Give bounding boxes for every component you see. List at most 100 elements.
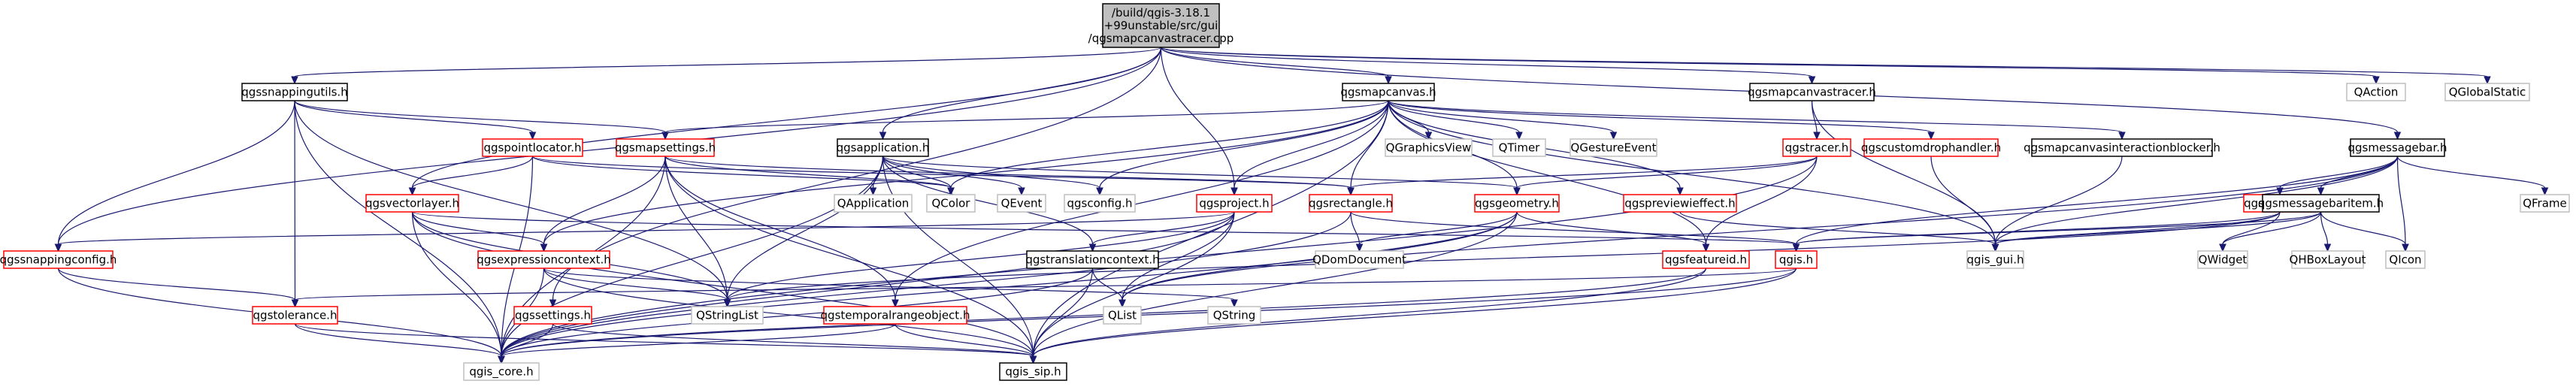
edge-qgssnappingutils-to-qgsmapsettings xyxy=(294,100,669,141)
edge-line xyxy=(57,47,1162,245)
edge-arrowhead xyxy=(1096,187,1103,196)
node-QList: QList xyxy=(1103,306,1142,325)
edge-qgsexpressioncontext-to-QString xyxy=(543,268,1238,308)
edge-qgsproject-to-qgssnappingconfig xyxy=(54,211,1235,252)
edge-qgssnappingutils-to-qgstolerance xyxy=(291,100,299,308)
node-qgsmapcanvastracer[interactable]: qgsmapcanvastracer.h xyxy=(1748,83,1876,101)
edge-line xyxy=(294,47,1162,77)
edge-arrowhead xyxy=(1385,76,1392,85)
edge-line xyxy=(1032,211,1518,357)
node-box xyxy=(1492,138,1546,157)
node-QGraphicsView: QGraphicsView xyxy=(1385,138,1473,157)
edge-qgsapplication-to-QColor xyxy=(882,156,955,196)
node-qgsgeometry[interactable]: qgsgeometry.h xyxy=(1474,194,1560,213)
node-qgis_sip[interactable]: qgis_sip.h xyxy=(999,362,1067,381)
node-root[interactable]: /build/qgis-3.18.1+99unstable/src/gui/qg… xyxy=(1088,3,1234,48)
node-qgspreviewieffect[interactable]: qgspreviewieffect.h xyxy=(1623,194,1737,213)
edge-line xyxy=(1032,268,1707,357)
edge-line xyxy=(1358,211,1518,245)
node-QWidget: QWidget xyxy=(2197,250,2248,269)
edge-arrowhead xyxy=(2219,243,2226,252)
edge-line xyxy=(2222,211,2322,245)
node-qgstolerance[interactable]: qgstolerance.h xyxy=(252,306,338,325)
node-box xyxy=(691,306,764,325)
edge-qgsapplication-to-QEvent xyxy=(882,156,1025,196)
edge-line xyxy=(1994,156,2399,245)
node-qgssnappingutils[interactable]: qgssnappingutils.h xyxy=(241,83,348,101)
node-label: qgsmapcanvasinteractionblocker.h xyxy=(2024,141,2220,155)
node-qgsmessagebar[interactable]: qgsmessagebar.h xyxy=(2347,138,2447,157)
edge-qgsexpressioncontext-to-QStringList xyxy=(543,268,731,308)
edge-line xyxy=(501,211,1235,357)
edge-line xyxy=(2320,211,2406,245)
edge-line xyxy=(664,156,1352,189)
edge-arrowhead xyxy=(1230,299,1238,308)
edge-arrowhead xyxy=(1088,243,1097,252)
edge-qgsproject-to-qgis_core xyxy=(498,211,1235,364)
edge-line xyxy=(882,156,1022,189)
node-label: QGestureEvent xyxy=(1571,141,1657,155)
node-qgsfeatureid[interactable]: qgsfeatureid.h xyxy=(1662,250,1750,269)
edge-line xyxy=(1388,100,1615,133)
edge-line xyxy=(664,156,952,189)
edge-arrowhead xyxy=(1808,76,1816,85)
node-label: qgssnappingutils.h xyxy=(241,86,347,99)
node-label: qgstracer.h xyxy=(1785,141,1849,155)
node-qgstemporalrangeobject[interactable]: qgstemporalrangeobject.h xyxy=(821,306,970,325)
node-box xyxy=(2350,138,2445,157)
node-box xyxy=(252,306,338,325)
edge-arrowhead xyxy=(2484,76,2491,85)
node-qgsvectorlayer[interactable]: qgsvectorlayer.h xyxy=(365,194,459,213)
edge-line xyxy=(1350,211,1361,245)
node-label: qgsmapcanvastracer.h xyxy=(1748,86,1876,99)
edge-line xyxy=(294,100,534,133)
edge-qgsmessagebaritem-to-QHBoxLayout xyxy=(2320,211,2332,252)
edge-line xyxy=(294,100,666,133)
node-qgis_gui: qgis_gui.h xyxy=(1966,250,2024,269)
node-qgstracer[interactable]: qgstracer.h xyxy=(1782,138,1851,157)
edge-qgstemporalrangeobject-to-qgis_sip xyxy=(894,323,1037,364)
node-qgsmapcanvas[interactable]: qgsmapcanvas.h xyxy=(1340,83,1436,101)
node-box xyxy=(834,194,913,213)
edge-arrowhead xyxy=(549,299,557,308)
node-qgstranslationcontext[interactable]: qgstranslationcontext.h xyxy=(1025,250,1160,269)
edge-qgsmapsettings-to-qgstemporalrangeobject xyxy=(664,156,899,308)
node-box xyxy=(1474,194,1560,213)
node-qgsapplication[interactable]: qgsapplication.h xyxy=(837,138,930,157)
edge-qgsgeometry-to-qgis_sip xyxy=(1029,211,1518,364)
node-qgscustomdrophandler[interactable]: qgscustomdrophandler.h xyxy=(1861,138,2001,157)
node-qgsmessagebaritem[interactable]: qgsmessagebaritem.h xyxy=(2258,194,2384,213)
nodes-layer: /build/qgis-3.18.1+99unstable/src/gui/qg… xyxy=(0,3,2570,381)
node-qgssettings[interactable]: qgssettings.h xyxy=(513,306,592,325)
edge-arrowhead xyxy=(2372,76,2380,85)
edge-line xyxy=(894,100,1389,301)
edge-arrowhead xyxy=(661,132,669,141)
node-qgsexpressioncontext[interactable]: qgsexpressioncontext.h xyxy=(477,250,611,269)
node-box xyxy=(2385,250,2426,269)
edge-arrowhead xyxy=(879,132,887,141)
edge-line xyxy=(882,156,1034,357)
edge-root-to-qgssnappingutils xyxy=(291,47,1162,85)
edge-qgssettings-to-qgis_core xyxy=(498,323,554,364)
node-qgspointlocator[interactable]: qgspointlocator.h xyxy=(482,138,583,157)
node-qgsrectangle[interactable]: qgsrectangle.h xyxy=(1309,194,1393,213)
node-QDomDocument: QDomDocument xyxy=(1312,250,1406,269)
node-qgsmapsettings[interactable]: qgsmapsettings.h xyxy=(615,138,716,157)
node-label: qgsfeatureid.h xyxy=(1665,253,1747,267)
edge-line xyxy=(1160,47,2488,77)
node-qgsmapcanvasinteractionblocker[interactable]: qgsmapcanvasinteractionblocker.h xyxy=(2024,138,2220,157)
node-qgsproject[interactable]: qgsproject.h xyxy=(1196,194,1273,213)
edge-qgsmessagebaritem-to-QIcon xyxy=(2320,211,2409,252)
edge-line xyxy=(882,156,952,189)
edge-arrowhead xyxy=(2393,132,2402,141)
edge-qgsmapcanvas-to-qgis_gui xyxy=(1388,100,1999,252)
node-box xyxy=(1385,138,1473,157)
node-box xyxy=(1026,250,1159,269)
node-qgis[interactable]: qgis.h xyxy=(1775,250,1818,269)
edge-arrowhead xyxy=(1029,355,1037,364)
node-QIcon: QIcon xyxy=(2385,250,2426,269)
edge-qgspointlocator-to-qgsvectorlayer xyxy=(408,156,534,196)
node-qgssnappingconfig[interactable]: qgssnappingconfig.h xyxy=(0,250,117,269)
edge-root-to-qgssnappingconfig xyxy=(54,47,1162,252)
edge-qgsmapcanvas-to-qgsmapsettings xyxy=(661,100,1389,141)
